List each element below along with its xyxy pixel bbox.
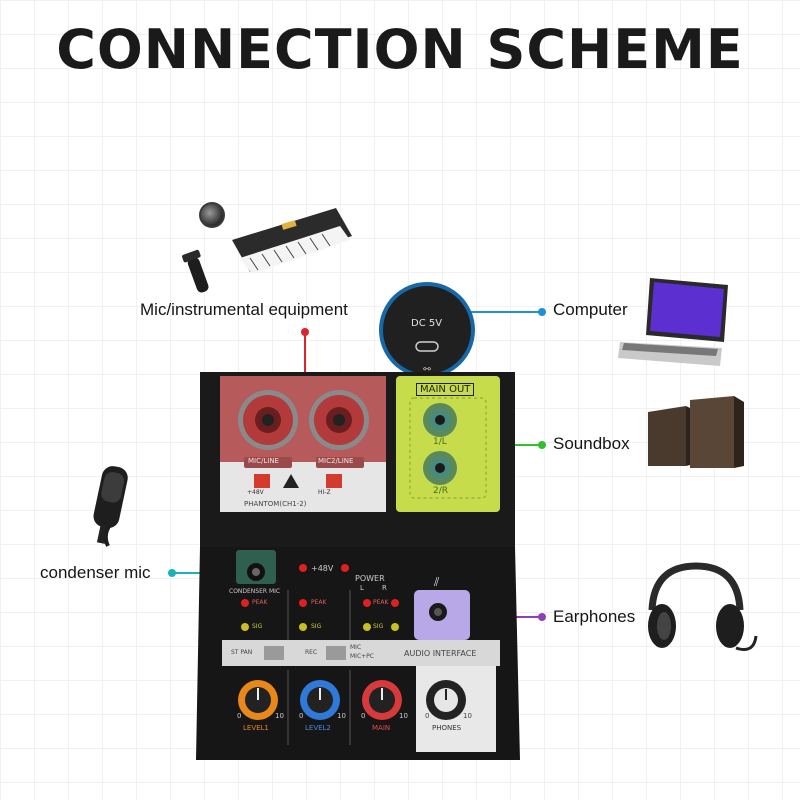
svg-text:⫽: ⫽ [433, 575, 440, 589]
input2-label: MIC2/LINE [318, 457, 354, 465]
computer-label: Computer [553, 300, 628, 319]
st-pan-label: ST PAN [231, 649, 253, 656]
condenser-panel-label: CONDENSER MIC [229, 588, 281, 595]
scale-min-1: 0 [237, 712, 242, 720]
input1-label: MIC/LINE [248, 457, 279, 465]
knob-level1-label: LEVEL1 [243, 724, 269, 732]
scale-min-4: 0 [425, 712, 430, 720]
scale-min-3: 0 [361, 712, 366, 720]
mic-label: MIC [350, 644, 362, 651]
scale-min-2: 0 [299, 712, 304, 720]
condenser-mic-label: condenser mic [40, 563, 151, 582]
power-l-label: L [360, 584, 364, 592]
earphones-dot [538, 613, 546, 621]
mic-instrument-label: Mic/instrumental equipment [140, 300, 348, 319]
power-r-label: R [382, 584, 387, 592]
mic-pc-label: MIC+PC [350, 653, 374, 660]
usb-voltage-label: DC 5V [411, 318, 443, 329]
soundbox-label: Soundbox [553, 434, 630, 453]
out-left-label: 1/L [433, 437, 447, 447]
peak-label-1: PEAK [252, 599, 268, 606]
power-label: POWER [355, 574, 385, 583]
computer-dot [538, 308, 546, 316]
condenser-mic-dot [168, 569, 176, 577]
scale-max-2: 10 [337, 712, 346, 720]
earphones-label: Earphones [553, 607, 636, 626]
soundbox-dot [538, 441, 546, 449]
sig-label-2: SIG [311, 623, 322, 630]
knob-phones-label: PHONES [432, 724, 462, 732]
peak-label-2: PEAK [311, 599, 327, 606]
sig-label-3: SIG [373, 623, 384, 630]
main-out-label: MAIN OUT [416, 383, 475, 396]
scale-max-4: 10 [463, 712, 472, 720]
peak-label-3: PEAK [373, 599, 389, 606]
out-right-label: 2/R [433, 486, 449, 496]
sig-label-1: SIG [252, 623, 263, 630]
audio-interface-label: AUDIO INTERFACE [404, 649, 477, 658]
plus48-label: +48V [311, 564, 334, 573]
phantom-label: PHANTOM(CH1-2) [244, 500, 307, 508]
rec-label: REC [305, 649, 318, 656]
scale-max-3: 10 [399, 712, 408, 720]
hiz-label: HI-Z [318, 489, 331, 496]
knob-main-label: MAIN [372, 724, 391, 732]
mic-instrument-dot [301, 328, 309, 336]
knob-level2-label: LEVEL2 [305, 724, 331, 732]
phantom-small-label: +48V [247, 489, 264, 496]
page-title: CONNECTION SCHEME [56, 18, 744, 81]
scale-max-1: 10 [275, 712, 284, 720]
svg-text:⚯: ⚯ [423, 365, 431, 375]
